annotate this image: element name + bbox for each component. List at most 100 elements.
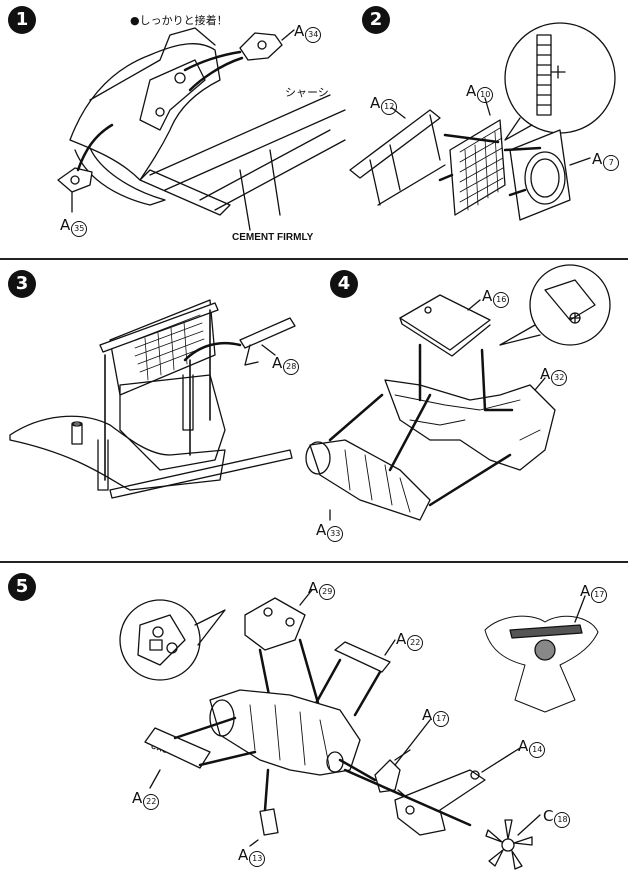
step-number-1: 1 <box>8 6 36 34</box>
attach-line-a29 <box>260 650 270 700</box>
part-a7-fan-opening <box>525 152 565 204</box>
attach-line-a22-side2 <box>200 752 255 765</box>
detail-plate <box>545 280 595 320</box>
attach-line-a29b <box>300 640 320 710</box>
part-a28-hose-end <box>245 345 258 365</box>
attach-line-a14 <box>345 770 470 825</box>
detail-tab <box>551 66 565 78</box>
attach-line-a34b <box>190 58 242 90</box>
assembly-arrow <box>505 148 540 150</box>
cement-firmly-note: CEMENT FIRMLY <box>232 232 314 243</box>
attach-line-a17 <box>340 760 375 780</box>
detail-port <box>167 643 177 653</box>
leader-a22-top <box>385 640 395 655</box>
detail-fins <box>537 45 551 105</box>
detail-port <box>153 627 163 637</box>
part-a14-hole <box>471 771 479 779</box>
leader-a34 <box>282 30 294 40</box>
part-a29-port <box>264 608 272 616</box>
assembly-arrow <box>390 395 430 470</box>
step-number-4: 4 <box>330 270 358 298</box>
chassis-frame <box>150 95 345 230</box>
attach-line-a22 <box>315 660 340 705</box>
part-a17-detail-pulley <box>535 640 555 660</box>
part-a28-hose <box>240 318 295 348</box>
hood-hinge-panel <box>90 28 215 100</box>
mount-hole <box>175 73 185 83</box>
engine-outline-detail <box>485 616 598 712</box>
leader-a17-detail <box>575 596 585 622</box>
leader-a12 <box>392 108 405 118</box>
chassis-crossmember <box>140 170 230 215</box>
part-a13-filter <box>260 809 278 835</box>
assembly-arrow <box>430 455 510 505</box>
inner-fender <box>70 44 220 180</box>
part-a35-bracket <box>58 168 92 192</box>
callout-pointer <box>195 610 225 645</box>
mount-post <box>72 424 82 444</box>
post <box>98 440 108 490</box>
part-a17-detail-bar <box>510 625 582 638</box>
assembly-arrow <box>510 190 525 195</box>
section-divider <box>0 561 628 563</box>
part-a32-crossmember <box>385 380 555 470</box>
part-a29-port <box>286 618 294 626</box>
detail-bolt-mark <box>570 313 580 323</box>
section-divider <box>0 258 628 260</box>
part-a35-hole <box>71 176 79 184</box>
part-c18-fan-blades <box>486 820 532 869</box>
engine-block <box>210 690 360 775</box>
part-a22-valve-cover-top <box>335 642 390 672</box>
leader-a13 <box>250 840 258 846</box>
part-a14-hole <box>406 806 414 814</box>
part-a16-edge <box>400 318 490 356</box>
leader-a17 <box>395 720 430 765</box>
part-a12-frame <box>350 110 440 178</box>
leader-a7 <box>570 158 590 165</box>
part-c18-fan-hub <box>502 839 514 851</box>
leader-a29 <box>300 590 312 605</box>
part-a33-transmission <box>310 440 430 520</box>
radiator-assembly <box>110 300 215 395</box>
chassis-label-jp: シャーシ <box>285 86 329 99</box>
detail-center <box>150 640 162 650</box>
front-fender <box>10 416 225 490</box>
attach-line-a13 <box>265 770 268 810</box>
attach-line-a22-side <box>175 718 235 738</box>
leader-a22-side <box>150 770 160 788</box>
assembly-arrow <box>482 350 512 410</box>
part-a16-hole <box>425 307 431 313</box>
leader-a10 <box>485 98 490 115</box>
part-a7-fan-opening-inner <box>531 159 559 197</box>
leader-a28 <box>262 345 275 355</box>
assembly-arrow <box>440 175 452 180</box>
mount-hole <box>156 108 164 116</box>
leader-a14 <box>482 748 520 772</box>
mount-post-top <box>72 422 82 426</box>
insert-line <box>105 310 210 480</box>
leader-a32 <box>535 378 545 390</box>
attach-line-a34 <box>185 52 240 70</box>
leader-a16 <box>468 300 480 310</box>
engine-detail <box>250 705 330 770</box>
cement-firmly-note-jp: ●しっかりと接着！ <box>130 14 228 27</box>
